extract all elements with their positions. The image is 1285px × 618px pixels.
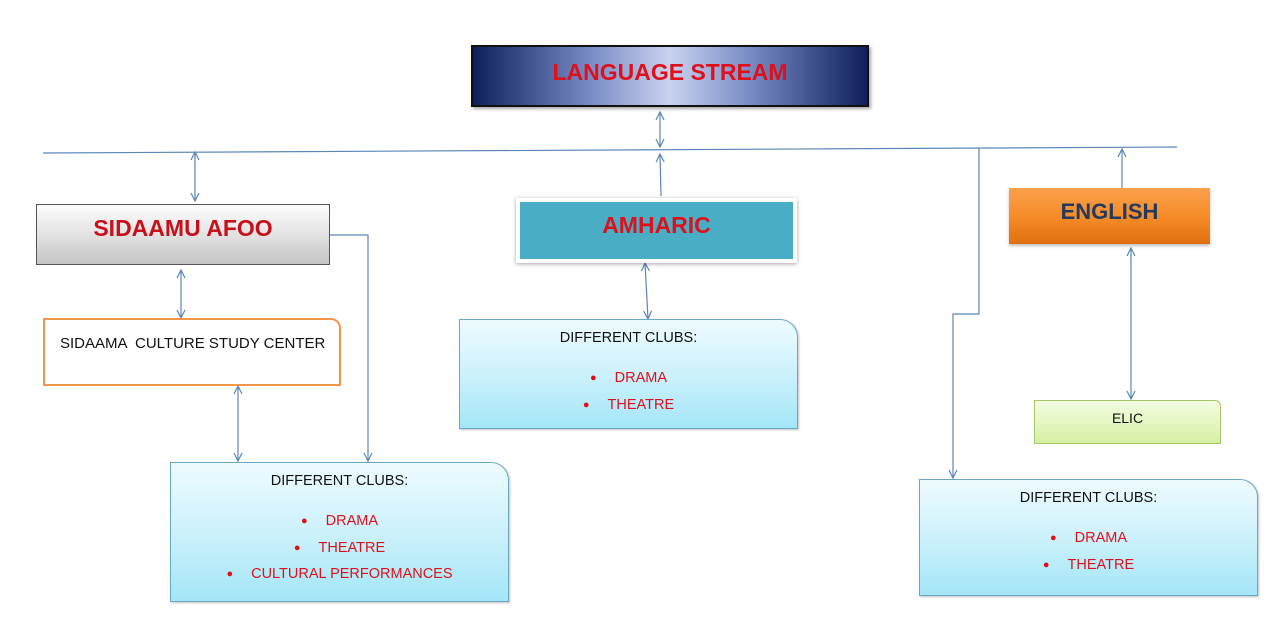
elic-label: ELIC [1111, 410, 1144, 426]
club-item: ● DRAMA [171, 508, 508, 535]
clubs-heading: DIFFERENT CLUBS: [1019, 490, 1158, 506]
sidaamu-clubs-elbow [330, 234, 368, 461]
english-label: ENGLISH [1060, 199, 1159, 224]
clubs-list: ● DRAMA ● THEATRE [460, 365, 797, 418]
bullet-icon: ● [1042, 558, 1050, 571]
club-item-label: THEATRE [318, 539, 386, 556]
club-item-label: DRAMA [1074, 530, 1128, 546]
club-item-label: CULTURAL PERFORMANCES [251, 566, 453, 582]
bullet-icon: ● [293, 541, 301, 554]
club-item-label: THEATRE [1067, 556, 1135, 573]
language-stream-box: LANGUAGE STREAM [471, 45, 869, 107]
club-item-label: DRAMA [325, 513, 379, 529]
amharic-connector [660, 154, 661, 197]
bullet-icon: ● [1049, 532, 1057, 544]
sidaamu-clubs-box: DIFFERENT CLUBS: ● DRAMA ● THEATRE ● CULTUR… [170, 462, 509, 602]
sidaamu-afoo-label: SIDAAMU AFOO [93, 215, 273, 241]
club-item-label: DRAMA [614, 370, 668, 386]
english-box: ENGLISH [1009, 188, 1210, 244]
clubs-list: ● DRAMA ● THEATRE ● CULTURAL PERFORMANCES [171, 508, 508, 588]
english-clubs-elbow [953, 148, 980, 478]
bullet-icon: ● [226, 568, 234, 580]
club-item: ● THEATRE [171, 535, 508, 562]
clubs-heading: DIFFERENT CLUBS: [559, 330, 698, 346]
amharic-box: AMHARIC [516, 198, 797, 263]
bullet-icon: ● [589, 372, 597, 384]
clubs-heading: DIFFERENT CLUBS: [270, 473, 409, 489]
bullet-icon: ● [582, 398, 590, 411]
culture-study-center-box: SIDAAMA CULTURE STUDY CENTER [43, 318, 341, 386]
culture-study-center-label: SIDAAMA CULTURE STUDY CENTER [60, 335, 326, 352]
bullet-icon: ● [300, 515, 308, 527]
club-item: ● THEATRE [920, 552, 1257, 579]
club-item: ● DRAMA [920, 525, 1257, 552]
elic-box: ELIC [1034, 400, 1221, 444]
distribution-line [42, 146, 1178, 154]
amharic-label: AMHARIC [602, 212, 711, 238]
club-item: ● THEATRE [460, 392, 797, 419]
club-item: ● CULTURAL PERFORMANCES [171, 561, 508, 588]
amharic-clubs-connector [645, 263, 648, 319]
sidaamu-afoo-box: SIDAAMU AFOO [36, 204, 330, 265]
language-stream-title: LANGUAGE STREAM [552, 59, 788, 85]
english-clubs-box: DIFFERENT CLUBS: ● DRAMA ● THEATRE [919, 479, 1258, 596]
club-item-label: THEATRE [607, 396, 675, 413]
club-item: ● DRAMA [460, 365, 797, 392]
clubs-list: ● DRAMA ● THEATRE [920, 525, 1257, 578]
amharic-clubs-box: DIFFERENT CLUBS: ● DRAMA ● THEATRE [459, 319, 798, 429]
